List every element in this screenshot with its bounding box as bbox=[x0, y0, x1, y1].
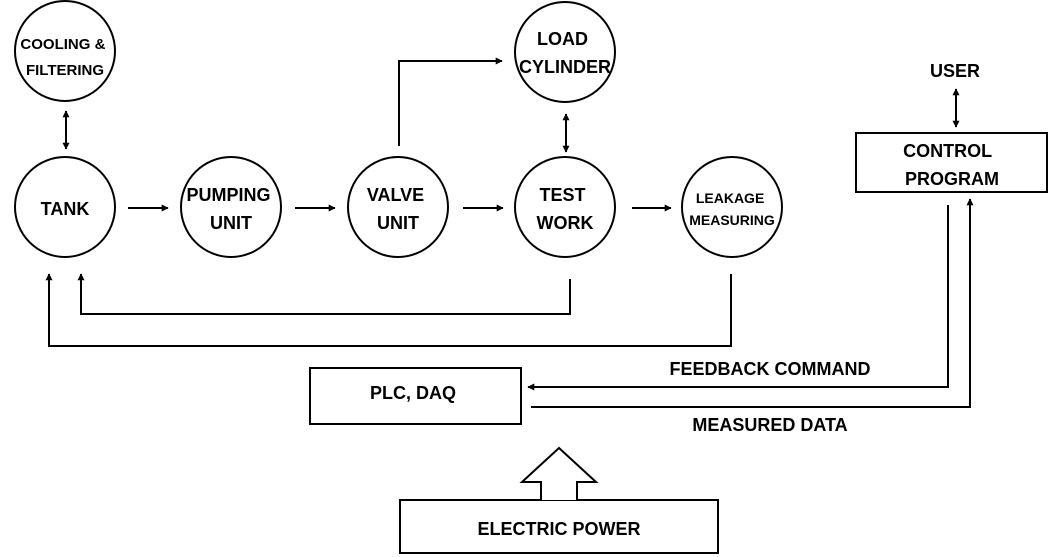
pumping-label-line1: PUMPING bbox=[186, 185, 270, 205]
arrow-valve-to-load bbox=[398, 57, 503, 146]
pumping-label-line2: UNIT bbox=[210, 213, 252, 233]
node-tank: TANK bbox=[14, 156, 116, 258]
arrow-measured-data bbox=[531, 198, 974, 408]
box-electric-power: ELECTRIC POWER bbox=[399, 499, 719, 554]
return-test-to-tank bbox=[77, 273, 571, 315]
svg-text:PUMPING UNIT: PUMPING UNIT bbox=[186, 185, 275, 233]
cooling-label-line1: COOLING & bbox=[20, 36, 105, 53]
tank-label: TANK bbox=[41, 199, 90, 219]
box-control-program: CONTROL PROGRAM bbox=[855, 132, 1048, 193]
power-to-plc-block-arrow bbox=[519, 446, 599, 500]
measured-data-label: MEASURED DATA bbox=[692, 415, 847, 435]
valve-label-line2: UNIT bbox=[377, 213, 419, 233]
power-label: ELECTRIC POWER bbox=[477, 519, 640, 539]
user-label: USER bbox=[930, 61, 980, 81]
leakage-label-line1: LEAKAGE bbox=[696, 190, 764, 206]
svg-text:VALVE UNIT: VALVE UNIT bbox=[367, 185, 429, 233]
node-valve-unit: VALVE UNIT bbox=[347, 156, 449, 258]
arrow-feedback-command bbox=[527, 205, 949, 391]
load-label-line2: CYLINDER bbox=[519, 57, 611, 77]
load-label-line1: LOAD bbox=[537, 29, 588, 49]
control-label-line1: CONTROL bbox=[903, 141, 992, 161]
control-label-line2: PROGRAM bbox=[905, 169, 999, 189]
svg-text:LOAD CYLINDER: LOAD CYLINDER bbox=[519, 29, 611, 77]
node-leakage-measuring: LEAKAGE MEASURING bbox=[681, 156, 783, 258]
node-test-work: TEST WORK bbox=[514, 156, 616, 258]
svg-text:CONTROL PROGRAM: CONTROL PROGRAM bbox=[903, 141, 999, 189]
svg-text:LEAKAGE MEASURING: LEAKAGE MEASURING bbox=[689, 190, 775, 228]
node-pumping-unit: PUMPING UNIT bbox=[180, 156, 282, 258]
return-leakage-to-tank bbox=[45, 273, 732, 347]
box-plc-daq: PLC, DAQ bbox=[309, 367, 522, 425]
svg-text:TEST WORK: TEST WORK bbox=[537, 185, 594, 233]
test-label-line2: WORK bbox=[537, 213, 594, 233]
leakage-label-line2: MEASURING bbox=[689, 212, 775, 228]
plc-label: PLC, DAQ bbox=[370, 383, 456, 403]
node-load-cylinder: LOAD CYLINDER bbox=[514, 1, 616, 103]
valve-label-line1: VALVE bbox=[367, 185, 424, 205]
node-cooling-filtering: COOLING & FILTERING bbox=[14, 0, 116, 102]
test-label-line1: TEST bbox=[539, 185, 585, 205]
cooling-label-line2: FILTERING bbox=[26, 62, 104, 79]
svg-text:COOLING & FILTERING: COOLING & FILTERING bbox=[20, 36, 109, 79]
feedback-command-label: FEEDBACK COMMAND bbox=[670, 359, 871, 379]
